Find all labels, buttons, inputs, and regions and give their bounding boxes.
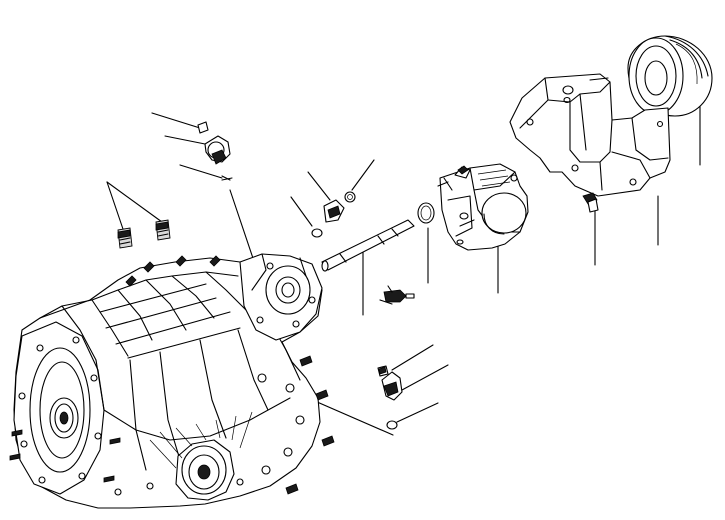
stud-right (155, 219, 171, 241)
leader-lines (106, 99, 701, 436)
bracket-bolt (582, 192, 599, 213)
shift-actuator-motor (437, 163, 529, 251)
sealant-tube-icon (379, 285, 415, 305)
mounting-bracket-part (509, 73, 671, 197)
shift-shaft-part (321, 219, 415, 272)
lower-o-ring-part (386, 420, 398, 430)
lower-sensor-part (377, 365, 403, 401)
o-ring-part (417, 202, 435, 224)
small-o-ring-part (311, 228, 323, 238)
bearing-part (627, 35, 713, 117)
transfer-case-housing (9, 253, 335, 509)
seal-part (344, 191, 356, 203)
sensor-bracket-part (323, 199, 345, 223)
speed-sensor-part (197, 121, 233, 181)
stud-left (117, 227, 133, 249)
